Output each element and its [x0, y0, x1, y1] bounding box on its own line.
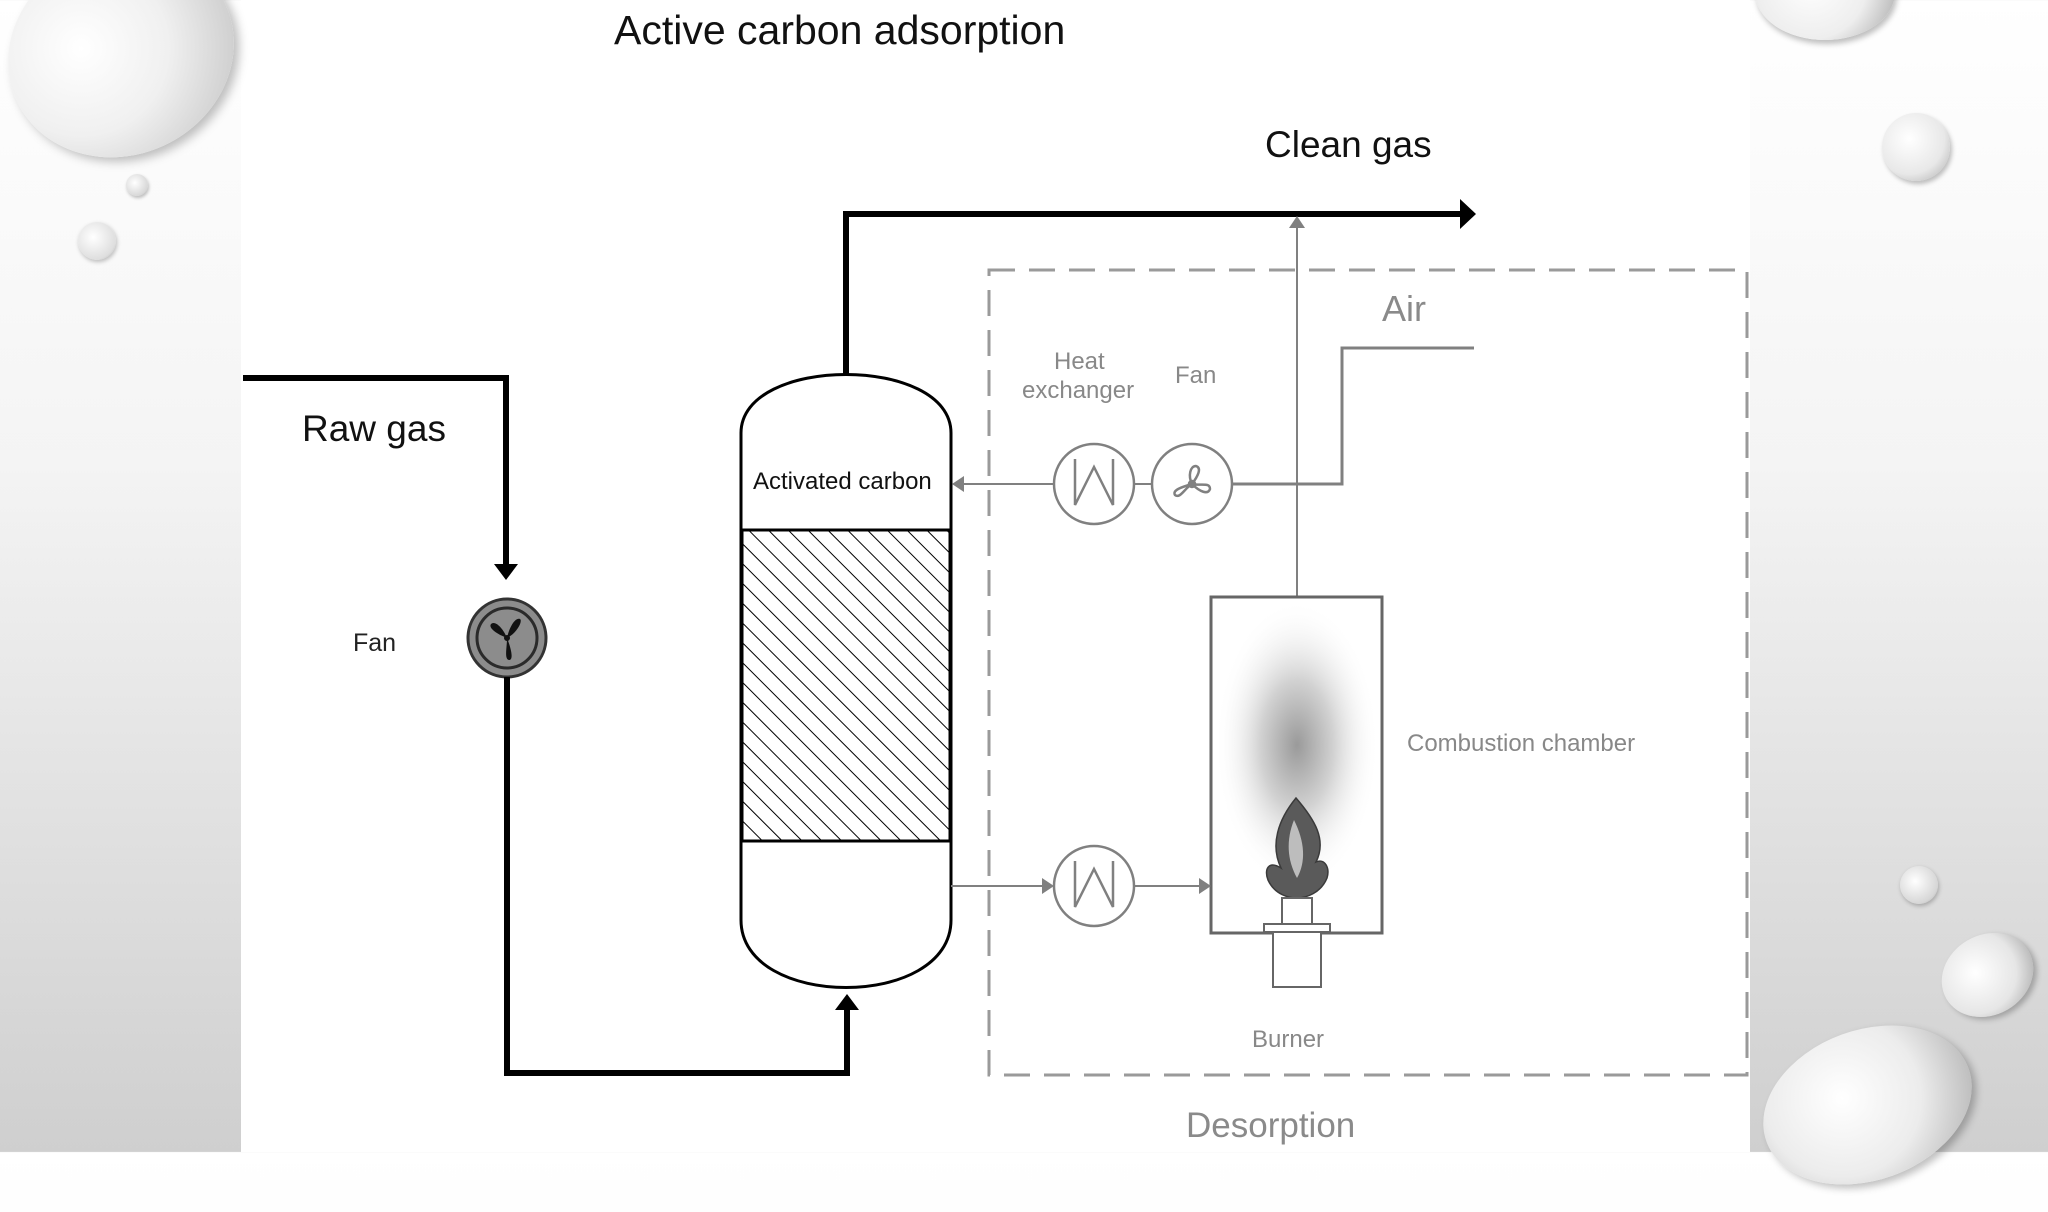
- raw-gas-arrowhead: [494, 564, 518, 580]
- exhaust-arrowhead: [1289, 216, 1305, 228]
- water-droplet-right-2: [1900, 866, 1938, 904]
- raw-gas-fan-label: Fan: [353, 629, 396, 657]
- diagram-title: Active carbon adsorption: [614, 7, 1065, 53]
- air-inlet-line: [1232, 346, 1474, 486]
- burner-body: [1272, 931, 1322, 988]
- desorbed-gas-arrowhead-2: [1199, 878, 1211, 894]
- adsorber-inlet-arrowhead: [835, 994, 859, 1010]
- burner-plate: [1263, 923, 1331, 933]
- heat-exchanger-top: [1052, 442, 1136, 526]
- fan-to-adsorber-line: [504, 677, 850, 1076]
- process-diagram: Active carbon adsorption Clean gas Raw g…: [243, 7, 1749, 1145]
- desorption-label: Desorption: [1186, 1106, 1355, 1145]
- heat-exchanger-bottom-icon: [1073, 861, 1115, 908]
- activated-carbon-label: Activated carbon: [753, 468, 932, 495]
- slide-panel: [241, 0, 1750, 1152]
- activated-carbon-bed: [740, 528, 952, 843]
- clean-gas-label: Clean gas: [1265, 124, 1432, 165]
- fan-icon: [490, 618, 521, 660]
- desorbed-gas-arrowhead-1: [1042, 878, 1054, 894]
- heat-exchanger-top-icon: [1073, 459, 1115, 506]
- clean-gas-arrowhead: [1460, 199, 1476, 229]
- burner-label: Burner: [1252, 1026, 1324, 1053]
- air-label: Air: [1382, 288, 1426, 329]
- raw-gas-label: Raw gas: [302, 408, 446, 449]
- burner-nozzle: [1281, 897, 1313, 925]
- water-droplet-small-1: [126, 174, 148, 196]
- air-fan-label: Fan: [1175, 362, 1216, 389]
- heat-exchanger-label-1: Heat: [1054, 348, 1105, 375]
- combustion-glow: [1215, 600, 1379, 890]
- hot-air-arrowhead: [952, 476, 964, 492]
- raw-gas-fan-ring: [475, 606, 539, 670]
- combustion-chamber-label: Combustion chamber: [1407, 730, 1635, 757]
- water-droplet-small-2: [78, 222, 116, 260]
- heat-exchanger-bottom: [1052, 844, 1136, 928]
- air-fan-icon: [1173, 464, 1212, 498]
- raw-gas-line: [243, 375, 509, 566]
- water-droplet-right-1: [1882, 113, 1950, 181]
- desorption-boundary: [987, 268, 1749, 1077]
- heat-exchanger-label-2: exchanger: [1022, 377, 1134, 404]
- clean-gas-line: [843, 211, 1460, 378]
